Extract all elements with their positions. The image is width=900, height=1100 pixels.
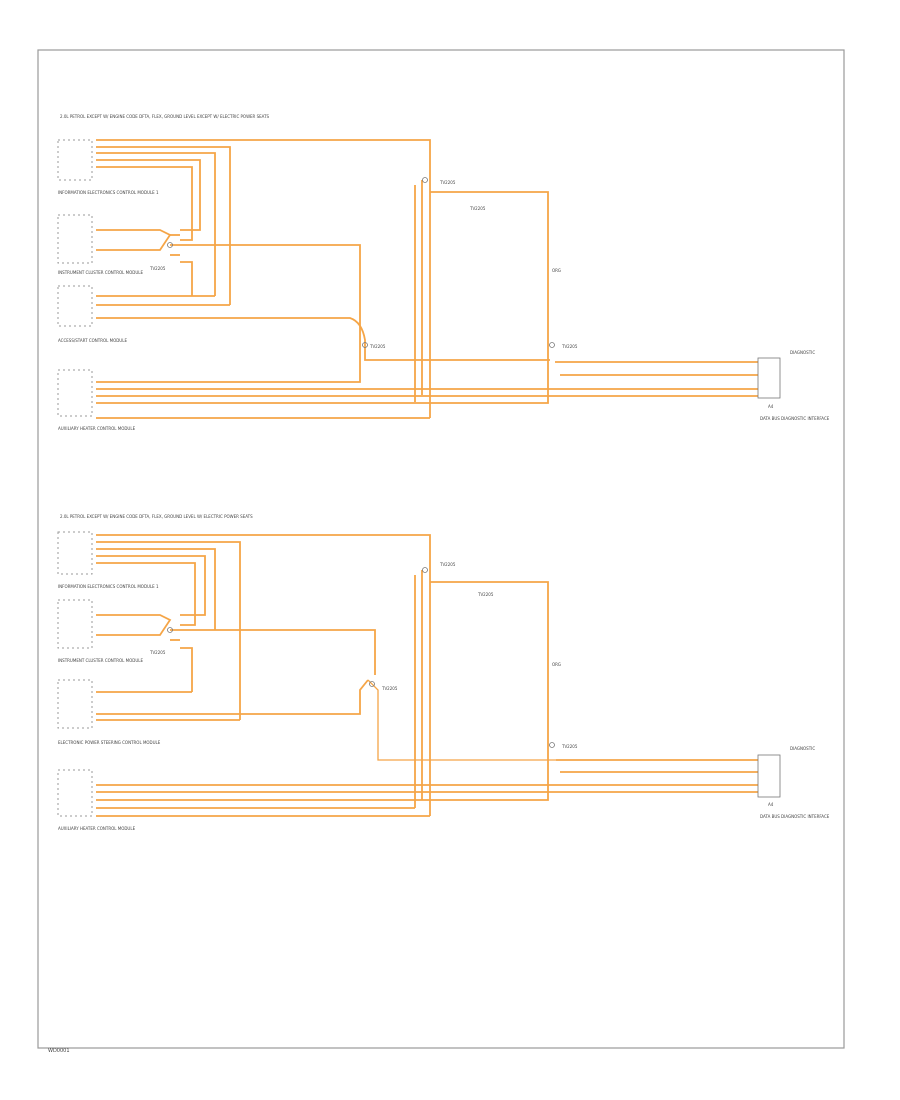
fuse-label: TV2205 (477, 592, 494, 597)
right-connector (757, 357, 781, 399)
component-box-1 (57, 139, 93, 181)
wire (96, 614, 172, 636)
wire (180, 647, 193, 692)
splice-point (422, 567, 428, 573)
module-label-1: INFORMATION ELECTRONICS CONTROL MODULE 1 (58, 584, 159, 589)
right-pin-label: A4 (768, 802, 774, 807)
wire (96, 345, 549, 404)
section-top: 2.0L PETROL EXCEPT W/ ENGINE CODE DFTA, … (57, 114, 830, 431)
splice-point (369, 681, 375, 687)
wire (96, 317, 550, 361)
section-top-header: 2.0L PETROL EXCEPT W/ ENGINE CODE DFTA, … (60, 114, 270, 119)
wire (96, 562, 196, 626)
wire (96, 679, 369, 715)
component-box-2 (57, 214, 93, 264)
right-module-header: DIAGNOSTIC (790, 350, 815, 355)
module-label-3: ACCESS/START CONTROL MODULE (58, 338, 127, 343)
module-label-4: AUXILIARY HEATER CONTROL MODULE (58, 426, 136, 431)
wire (170, 629, 376, 675)
wire (430, 581, 549, 745)
wire (367, 679, 556, 761)
wire-code-label: ORG (552, 662, 561, 667)
page-code: WD0001 (48, 1048, 70, 1054)
wire (96, 548, 216, 630)
section-bottom-header: 2.0L PETROL EXCEPT W/ ENGINE CODE DFTA, … (60, 514, 253, 519)
right-module-header: DIAGNOSTIC (790, 746, 815, 751)
right-module-label: DATA BUS DIAGNOSTIC INTERFACE (760, 814, 830, 819)
module-label-1: INFORMATION ELECTRONICS CONTROL MODULE 1 (58, 190, 159, 195)
right-connector (757, 754, 781, 798)
wire (96, 555, 206, 616)
fuse-label: TV2205 (469, 206, 486, 211)
splice-point (549, 742, 555, 748)
component-box-2 (57, 599, 93, 649)
wire (96, 745, 549, 801)
splice-point (167, 242, 173, 248)
module-label-2: INSTRUMENT CLUSTER CONTROL MODULE (58, 270, 143, 275)
wire-code-label: ORG (552, 268, 561, 273)
wire (96, 541, 241, 720)
module-label-2: INSTRUMENT CLUSTER CONTROL MODULE (58, 658, 143, 663)
splice-label: TV2205 (149, 650, 166, 655)
section-bottom: 2.0L PETROL EXCEPT W/ ENGINE CODE DFTA, … (57, 514, 830, 831)
wire (96, 229, 172, 251)
right-module-label: DATA BUS DIAGNOSTIC INTERFACE (760, 416, 830, 421)
splice-point (167, 627, 173, 633)
wire (96, 152, 216, 296)
wire (180, 261, 193, 296)
wire (96, 534, 431, 560)
page-frame (37, 49, 845, 1049)
splice-label: TV2205 (381, 686, 398, 691)
splice-point (422, 177, 428, 183)
wire (96, 139, 431, 165)
right-pin-label: A4 (768, 404, 774, 409)
component-box-3 (57, 679, 93, 729)
component-box-1 (57, 531, 93, 575)
wire (96, 166, 193, 241)
wire (96, 159, 201, 231)
splice-label: TV2205 (561, 744, 578, 749)
wire (96, 244, 361, 383)
module-label-3: ELECTRONIC POWER STEERING CONTROL MODULE (58, 740, 161, 745)
splice-label: TV2205 (369, 344, 386, 349)
splice-label: TV2205 (439, 562, 456, 567)
splice-label: TV2205 (561, 344, 578, 349)
splice-label: TV2205 (149, 266, 166, 271)
component-box-3 (57, 285, 93, 327)
wire (430, 191, 549, 345)
splice-point (549, 342, 555, 348)
component-box-4 (57, 769, 93, 817)
wire (96, 146, 231, 305)
component-box-4 (57, 369, 93, 417)
splice-label: TV2205 (439, 180, 456, 185)
splice-point (362, 342, 368, 348)
module-label-4: AUXILIARY HEATER CONTROL MODULE (58, 826, 136, 831)
